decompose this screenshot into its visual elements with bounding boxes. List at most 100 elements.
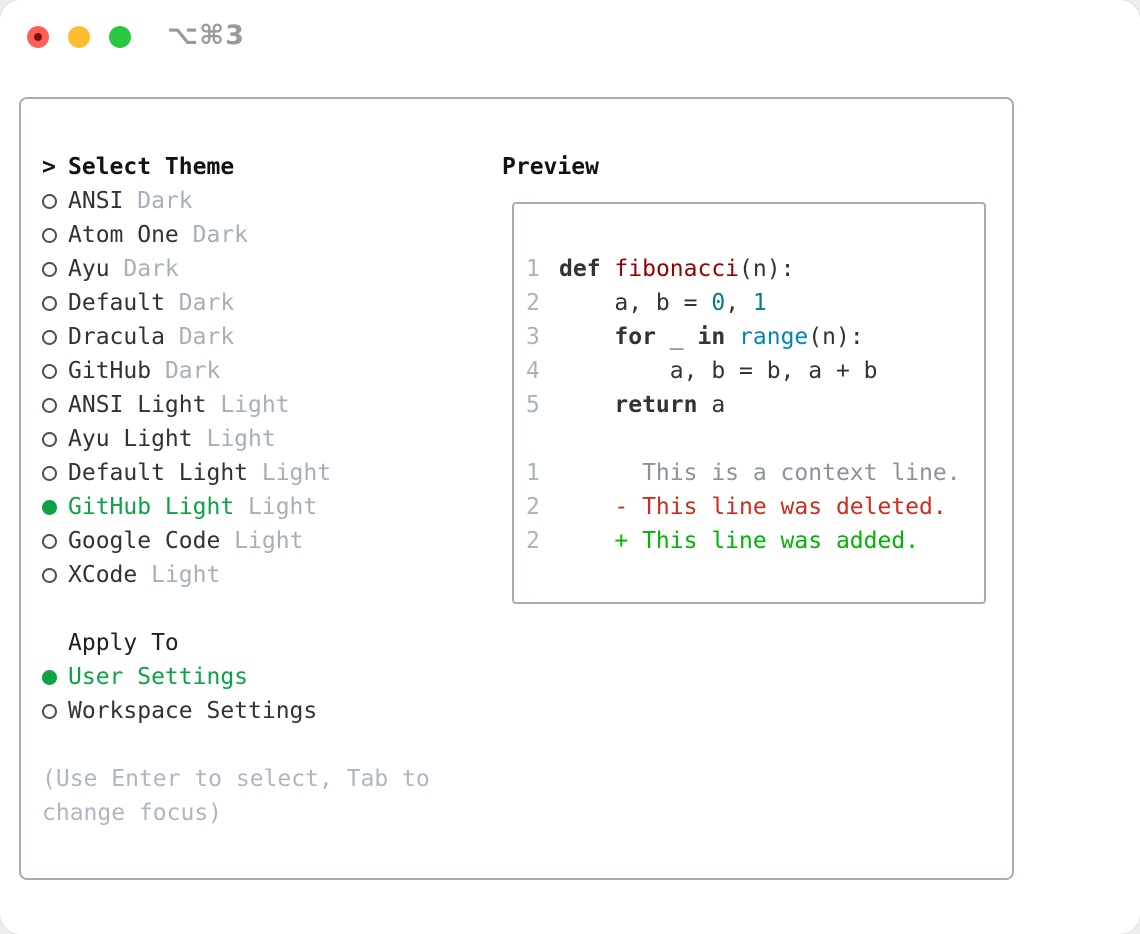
title-bar: ⌥⌘3 xyxy=(0,0,1140,75)
option-label: Workspace Settings xyxy=(68,698,318,724)
radio-unselected-icon xyxy=(42,567,68,583)
option-label: ANSI Light xyxy=(68,392,207,418)
code-line: 3 for _ in range(n): xyxy=(526,320,976,354)
focus-prompt-icon: > xyxy=(42,154,56,180)
option-label: Atom One xyxy=(68,222,179,248)
option-label: Ayu Light xyxy=(68,426,193,452)
option-variant-label: Dark xyxy=(164,324,235,350)
diff-line: 2 - This line was deleted. xyxy=(526,490,976,524)
window-shortcut-label: ⌥⌘3 xyxy=(167,20,245,51)
option-variant-label: Light xyxy=(192,426,276,452)
option-variant-label: Dark xyxy=(151,358,221,384)
section-gap xyxy=(42,592,482,626)
option-label: Default xyxy=(68,290,165,316)
code-line: 4 a, b = b, a + b xyxy=(526,354,976,388)
option-variant-label: Dark xyxy=(164,290,235,316)
theme-option[interactable]: Ayu Light Light xyxy=(42,422,482,456)
keyboard-hint: (Use Enter to select, Tab to change focu… xyxy=(42,766,430,826)
option-variant-label: Light xyxy=(220,528,304,554)
option-variant-label: Light xyxy=(248,460,332,486)
theme-option[interactable]: User Settings xyxy=(42,660,482,694)
option-label: Google Code xyxy=(68,528,221,554)
close-button[interactable] xyxy=(27,26,49,48)
radio-unselected-icon xyxy=(42,329,68,345)
option-label: Default Light xyxy=(68,460,249,486)
option-label: User Settings xyxy=(68,664,249,690)
line-number: 1 xyxy=(526,256,540,282)
theme-option[interactable]: GitHub Light Light xyxy=(42,490,482,524)
theme-option[interactable]: Default Light Light xyxy=(42,456,482,490)
radio-selected-icon xyxy=(42,499,68,515)
option-label: ANSI xyxy=(68,188,124,214)
theme-option[interactable]: Default Dark xyxy=(42,286,482,320)
theme-option[interactable]: Atom One Dark xyxy=(42,218,482,252)
option-label: Dracula xyxy=(68,324,165,350)
radio-unselected-icon xyxy=(42,397,68,413)
line-number: 2 xyxy=(526,290,540,316)
diff-text-context: This is a context line. xyxy=(559,460,961,486)
theme-option[interactable]: Ayu Dark xyxy=(42,252,482,286)
diff-text-added: + This line was added. xyxy=(559,528,920,554)
code-text: for _ in range(n): xyxy=(614,324,864,350)
radio-unselected-icon xyxy=(42,533,68,549)
code-text: def fibonacci(n): xyxy=(559,256,795,282)
option-variant-label: Light xyxy=(234,494,318,520)
apply-to-header-row: Apply To xyxy=(42,626,482,660)
line-number: 1 xyxy=(526,460,540,486)
line-number: 2 xyxy=(526,494,540,520)
preview-diff-lines: 1 This is a context line.2 - This line w… xyxy=(526,456,976,558)
theme-option[interactable]: ANSI Light Light xyxy=(42,388,482,422)
radio-unselected-icon xyxy=(42,465,68,481)
theme-option[interactable]: Dracula Dark xyxy=(42,320,482,354)
preview-title: Preview xyxy=(502,154,599,180)
option-variant-label: Dark xyxy=(109,256,179,282)
code-text: a, b = b, a + b xyxy=(559,358,878,384)
line-number: 5 xyxy=(526,392,540,418)
theme-list-header-row: > Select Theme xyxy=(42,150,482,184)
minimize-button[interactable] xyxy=(68,26,90,48)
radio-unselected-icon xyxy=(42,295,68,311)
preview-blank-line xyxy=(526,422,976,456)
theme-option[interactable]: XCode Light xyxy=(42,558,482,592)
line-number: 4 xyxy=(526,358,540,384)
code-line: 1 def fibonacci(n): xyxy=(526,252,976,286)
theme-option[interactable]: GitHub Dark xyxy=(42,354,482,388)
radio-selected-icon xyxy=(42,669,68,685)
theme-option[interactable]: Google Code Light xyxy=(42,524,482,558)
apply-to-title: Apply To xyxy=(68,630,179,656)
option-variant-label: Light xyxy=(137,562,221,588)
theme-list-title: Select Theme xyxy=(68,154,235,180)
diff-line: 2 + This line was added. xyxy=(526,524,976,558)
diff-text-deleted: - This line was deleted. xyxy=(559,494,947,520)
code-line: 2 a, b = 0, 1 xyxy=(526,286,976,320)
diff-line: 1 This is a context line. xyxy=(526,456,976,490)
radio-unselected-icon xyxy=(42,227,68,243)
line-number: 2 xyxy=(526,528,540,554)
code-text: return a xyxy=(614,392,726,418)
option-label: Ayu xyxy=(68,256,110,282)
option-variant-label: Dark xyxy=(178,222,249,248)
option-variant-label: Light xyxy=(206,392,290,418)
radio-unselected-icon xyxy=(42,703,68,719)
option-variant-label: Dark xyxy=(123,188,193,214)
line-number: 3 xyxy=(526,324,540,350)
option-label: GitHub xyxy=(68,358,152,384)
radio-unselected-icon xyxy=(42,363,68,379)
window-controls xyxy=(27,26,131,48)
theme-option[interactable]: Workspace Settings xyxy=(42,694,482,728)
theme-option[interactable]: ANSI Dark xyxy=(42,184,482,218)
code-text: a, b = 0, 1 xyxy=(559,290,767,316)
zoom-button[interactable] xyxy=(109,26,131,48)
radio-unselected-icon xyxy=(42,431,68,447)
radio-unselected-icon xyxy=(42,261,68,277)
code-line: 5 return a xyxy=(526,388,976,422)
section-gap xyxy=(42,728,482,762)
option-label: XCode xyxy=(68,562,138,588)
